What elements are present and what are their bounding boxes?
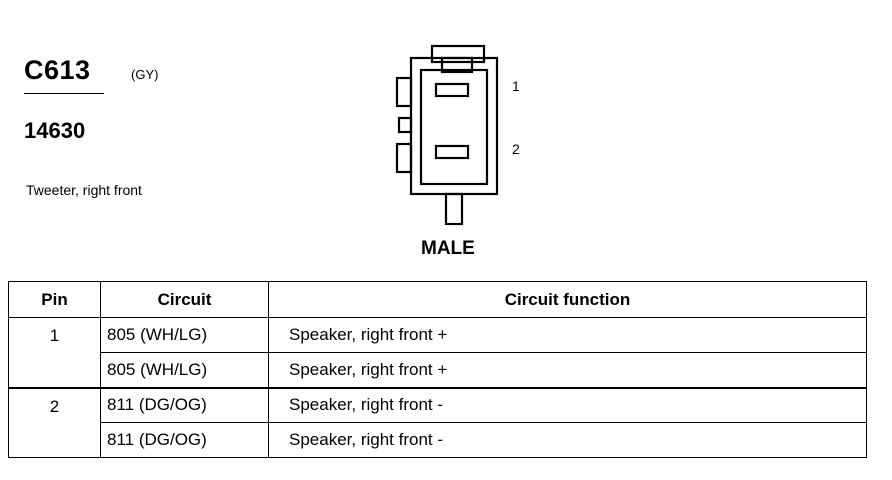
circuit-function-cell: Speaker, right front - <box>268 422 867 458</box>
pin-label-2: 2 <box>512 141 520 157</box>
latch-tab <box>430 44 486 64</box>
connector-color: (GY) <box>131 67 159 82</box>
connector-description: Tweeter, right front <box>26 182 142 198</box>
circuit-function-cell: Speaker, right front - <box>268 387 867 423</box>
pin-label-1: 1 <box>512 78 520 94</box>
connector-code-underline <box>24 93 104 94</box>
header-pin: Pin <box>8 281 101 318</box>
table-row: 805 (WH/LG) Speaker, right front + <box>9 352 867 389</box>
header-circuit-function: Circuit function <box>268 281 867 318</box>
side-tab-bottom <box>395 142 413 174</box>
terminal-slot-2 <box>434 144 470 160</box>
table-header-row: Pin Circuit Circuit function <box>8 281 867 318</box>
table-row: 1 805 (WH/LG) Speaker, right front + <box>8 317 867 389</box>
table-row: 811 (DG/OG) Speaker, right front - <box>9 422 867 458</box>
wire-lead <box>444 192 464 226</box>
pin-number: 1 <box>8 317 101 389</box>
circuit-function-cell: Speaker, right front + <box>268 317 867 353</box>
circuit-cell: 811 (DG/OG) <box>100 422 269 458</box>
connector-face-diagram <box>395 44 499 226</box>
table-row: 2 811 (DG/OG) Speaker, right front - <box>8 387 867 458</box>
connector-code: C613 <box>24 55 91 85</box>
side-tab-top <box>395 76 413 108</box>
circuit-function-cell: Speaker, right front + <box>268 352 867 389</box>
circuit-cell: 811 (DG/OG) <box>100 387 269 423</box>
header-circuit: Circuit <box>100 281 269 318</box>
part-number: 14630 <box>24 118 86 143</box>
housing-outer <box>409 56 499 196</box>
connector-gender: MALE <box>421 238 475 259</box>
circuit-cell: 805 (WH/LG) <box>100 317 269 353</box>
housing-inner <box>419 68 489 186</box>
circuit-cell: 805 (WH/LG) <box>100 352 269 389</box>
side-tab-middle <box>397 116 413 134</box>
pin-number: 2 <box>8 387 101 458</box>
pinout-table: Pin Circuit Circuit function 1 805 (WH/L… <box>8 281 867 458</box>
terminal-slot-1 <box>434 82 470 98</box>
